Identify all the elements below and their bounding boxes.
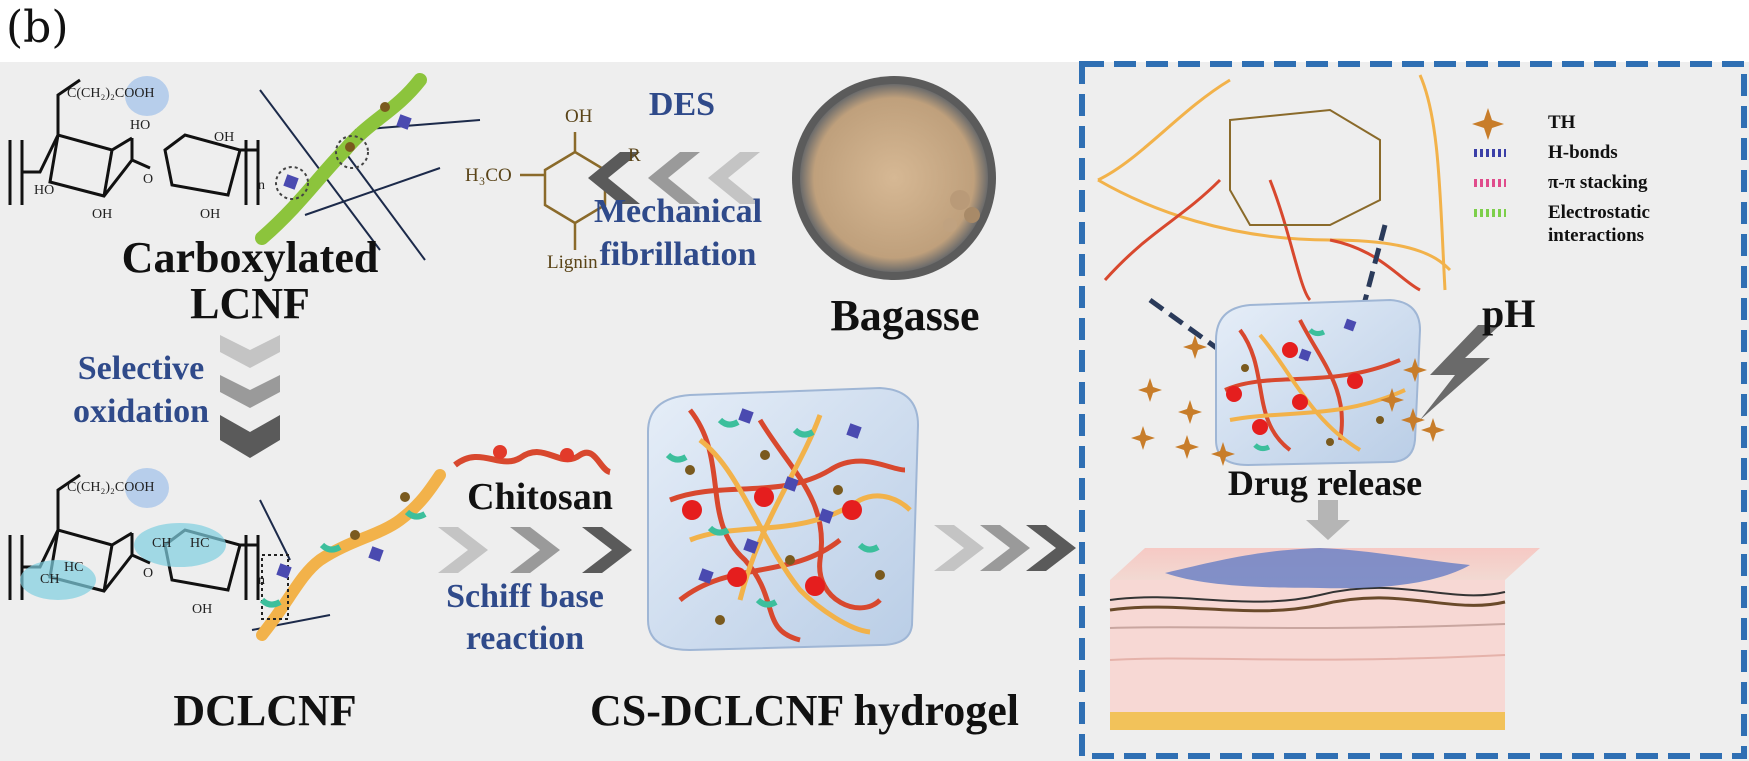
hydroxyl-label: OH <box>200 207 221 222</box>
step-reaction: reaction <box>465 620 585 657</box>
chitosan-strand <box>453 445 612 475</box>
oxygen-label: O <box>143 172 154 187</box>
aldehyde-highlight <box>20 560 96 600</box>
legend-th: TH <box>1548 112 1576 133</box>
hydroxyl-label: OH <box>214 130 235 145</box>
hydroxyl-label: OH <box>192 602 213 617</box>
step-schiff: Schiff base <box>446 578 604 615</box>
arrow-schiff-base <box>438 527 632 573</box>
hydrogel-label: CS-DCLCNF hydrogel <box>590 686 1020 735</box>
lcnf-fiber <box>255 73 481 261</box>
chitosan-label: Chitosan <box>467 476 613 518</box>
wound-skin-model <box>1109 548 1540 730</box>
hydrogel-cube <box>647 386 920 652</box>
carboxyl-group-label: C(CH₂)₂COOH <box>67 86 155 101</box>
hydroxyl-label: HO <box>34 183 55 198</box>
step-des: DES <box>648 86 716 123</box>
dclcnf-label: DCLCNF <box>173 686 357 735</box>
lcnf-label: LCNF <box>190 279 310 328</box>
legend-pi-stacking: π-π stacking <box>1548 172 1648 193</box>
legend-electrostatic: Electrostatic <box>1548 202 1650 223</box>
step-mechanical: Mechanical <box>593 193 763 230</box>
aldehyde-label: CH <box>152 536 172 551</box>
aldehyde-label: HC <box>190 536 210 551</box>
ph-label: pH <box>1482 291 1536 336</box>
drug-release-label: Drug release <box>1227 463 1423 503</box>
lignin-methoxy-label: H₃CO <box>465 165 512 186</box>
step-oxidation: oxidation <box>72 393 210 430</box>
carboxyl-highlight <box>125 76 169 116</box>
star-icon <box>1472 108 1504 140</box>
lignin-label: Lignin <box>547 252 598 273</box>
legend-hbonds: H-bonds <box>1548 142 1618 163</box>
th-drug-stars <box>1131 335 1445 466</box>
lightning-icon <box>1420 325 1500 420</box>
lignin-r-label: R <box>628 145 641 166</box>
step-selective: Selective <box>77 350 205 387</box>
carboxylated-lcnf-structure <box>8 78 260 205</box>
carboxyl-highlight <box>125 468 169 508</box>
n-subscript-label: n <box>258 573 265 588</box>
application-frame <box>1079 61 1747 759</box>
arrow-to-application <box>934 525 1076 571</box>
oxygen-label: O <box>143 566 154 581</box>
down-arrow-icon <box>1306 500 1350 540</box>
step-fibrillation: fibrillation <box>599 236 757 273</box>
panel-label: (b) <box>6 2 69 53</box>
lignin-hydroxyl-label: OH <box>565 106 593 127</box>
aldehyde-label: CH <box>40 572 60 587</box>
arrow-des <box>588 152 760 204</box>
carboxylated-label: Carboxylated <box>121 233 379 282</box>
legend-interactions: interactions <box>1548 225 1645 246</box>
bagasse-label: Bagasse <box>830 291 980 340</box>
arrow-selective-oxidation <box>220 335 280 458</box>
legend-icons <box>1472 108 1506 217</box>
drug-release-cube <box>1215 298 1422 467</box>
aldehyde-highlight <box>134 523 226 567</box>
hydroxyl-label: HO <box>130 118 151 133</box>
hydroxyl-label: OH <box>92 207 113 222</box>
carboxyl-group-label: C(CH₂)₂COOH <box>67 480 155 495</box>
bagasse-dish <box>792 76 996 280</box>
n-subscript-label: n <box>258 178 265 193</box>
dclcnf-fiber <box>251 469 446 641</box>
aldehyde-label: HC <box>64 560 84 575</box>
